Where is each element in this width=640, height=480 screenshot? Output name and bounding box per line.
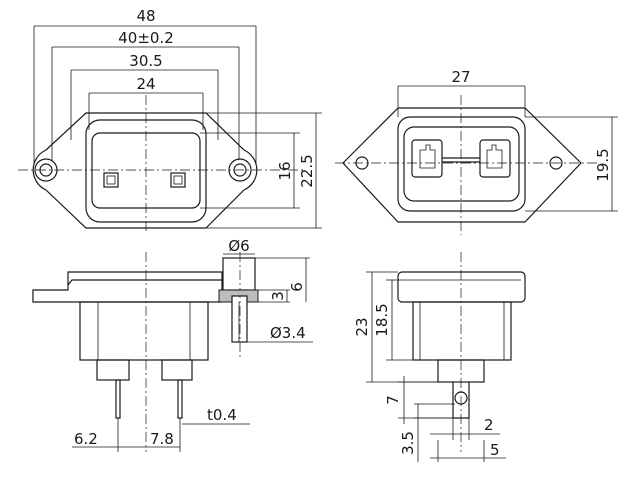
dim-6-2: 6.2 [74,430,98,448]
dim-3: 3 [269,291,287,301]
dim-phi3-4: Ø3.4 [270,324,306,342]
dim-24: 24 [136,75,155,93]
dim-phi6: Ø6 [228,237,249,255]
back-view: 27 19.5 [335,68,618,235]
dim-19-5: 19.5 [594,148,612,181]
dim-40: 40±0.2 [118,29,174,47]
dim-6: 6 [288,282,306,292]
dim-7-8: 7.8 [150,430,174,448]
front-view: 48 40±0.2 30.5 24 16 22.5 [18,7,322,232]
dim-23: 23 [353,317,371,336]
right-side-view: 23 18.5 7 3.5 2 5 [353,252,526,462]
dim-48: 48 [136,7,155,25]
dim-22-5: 22.5 [298,154,316,187]
dim-3-5: 3.5 [399,431,417,455]
dim-30-5: 30.5 [129,52,162,70]
dim-18-5: 18.5 [373,303,391,336]
dim-t0-4: t0.4 [207,406,237,424]
dim-7: 7 [384,395,402,405]
side-view: Ø6 3 6 Ø3.4 t0.4 6.2 7.8 [32,237,313,452]
dim-5: 5 [490,441,500,459]
dim-2: 2 [484,416,494,434]
dim-27: 27 [451,68,470,86]
dim-16: 16 [276,161,294,180]
